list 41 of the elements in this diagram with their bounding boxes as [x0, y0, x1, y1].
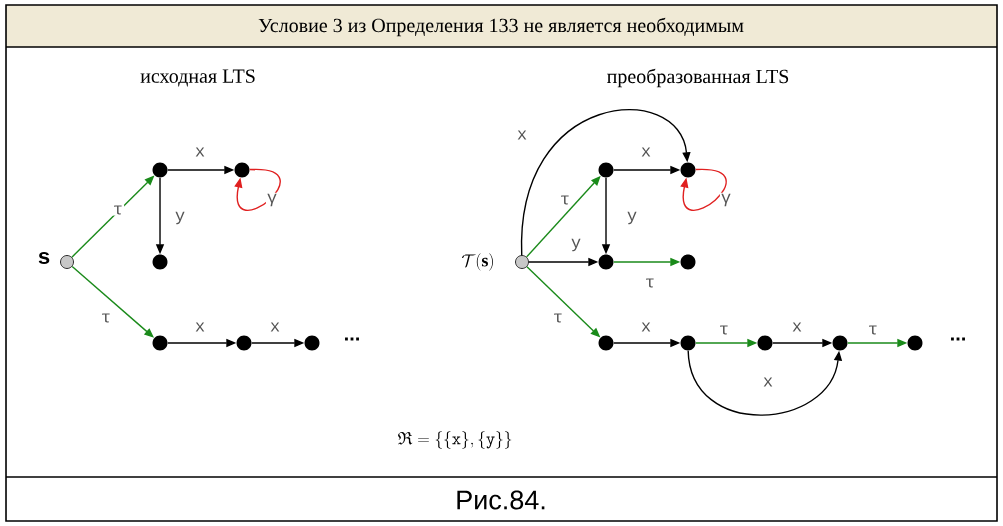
- arrow: [521, 109, 691, 256]
- start-state: [60, 255, 74, 269]
- state-dot: [598, 162, 614, 178]
- edge-label: x: [193, 321, 207, 333]
- start-state: [515, 255, 529, 269]
- formula: $\mathfrak{R}=\{\{\mathtt{x}\},\{\mathtt{y}\}\}$: [398, 431, 512, 449]
- edge-label: x: [639, 321, 653, 333]
- state-dot: [757, 335, 773, 351]
- state-dot: [152, 335, 168, 351]
- edge-label: τ: [558, 194, 572, 206]
- edge-label: γ: [719, 192, 733, 208]
- edge-label: y: [625, 210, 639, 226]
- subheading: преобразованная LTS: [607, 68, 789, 88]
- edge-label: x: [193, 146, 207, 158]
- state-dot: [680, 254, 696, 270]
- edge-label: γ: [265, 192, 279, 208]
- edge-label: τ: [643, 277, 657, 289]
- arrow: [680, 168, 727, 211]
- edge-label: x: [761, 376, 775, 388]
- edge-label: x: [268, 321, 282, 333]
- state-dot: [907, 335, 923, 351]
- ellipsis: ...: [951, 337, 965, 341]
- edge-label: y: [569, 237, 583, 253]
- state-dot: [598, 335, 614, 351]
- edge-label: x: [515, 129, 529, 141]
- state-label: $\mathcal{T}(\mathtt{\mathbf{s}})$: [462, 253, 493, 271]
- ellipsis: ...: [345, 337, 359, 341]
- edge-label: τ: [111, 204, 125, 216]
- state-label: s: [38, 251, 50, 265]
- state-dot: [152, 162, 168, 178]
- edge-label: x: [639, 146, 653, 158]
- edge-label: x: [790, 321, 804, 333]
- edge-label: y: [173, 210, 187, 226]
- edge-label: τ: [866, 324, 880, 336]
- caption: Рис.84.: [457, 490, 545, 510]
- edge-label: τ: [551, 312, 565, 324]
- edge-label: τ: [99, 312, 113, 324]
- title: Условие 3 из Определения 133 не является необходимым: [258, 17, 744, 37]
- subheading: исходная LTS: [140, 69, 255, 87]
- edge-label: τ: [717, 324, 731, 336]
- arrow: [234, 168, 281, 211]
